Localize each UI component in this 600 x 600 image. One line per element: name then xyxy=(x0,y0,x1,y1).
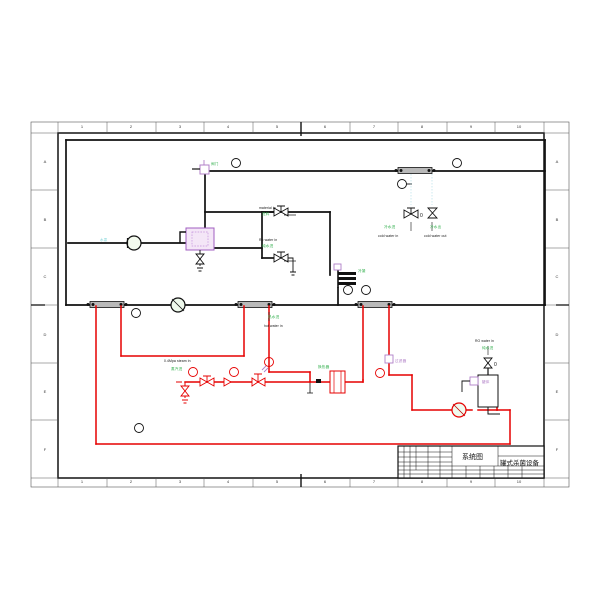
feed-pump-unit xyxy=(179,227,215,251)
svg-text:0: 0 xyxy=(420,213,423,219)
zone-col-2-bottom: 2 xyxy=(129,479,133,484)
process-pipe-network xyxy=(65,139,546,306)
zone-col-1-bottom: 1 xyxy=(80,479,84,484)
cold-water-in-label: cold water in xyxy=(378,234,399,238)
zone-row-b-left: B xyxy=(43,217,47,222)
zone-row-c-right: C xyxy=(555,274,559,279)
zone-col-4-bottom: 4 xyxy=(226,479,230,484)
steam-in-tag: 蒸汽进 xyxy=(171,367,183,371)
zone-row-a-right: A xyxy=(555,159,559,164)
circulation-pump-c xyxy=(451,402,467,418)
circulation-pump-a xyxy=(126,235,142,251)
zone-col-6-bottom: 6 xyxy=(323,479,327,484)
zone-col-7-bottom: 7 xyxy=(372,479,376,484)
ro-water-in-tag: 纯水进 xyxy=(262,244,274,248)
tag-ticks xyxy=(268,222,489,355)
material-in-label: material in xyxy=(259,206,276,210)
exchanger-tag-label: 换热器 xyxy=(318,365,330,369)
cold-water-out-tag: 冷水出 xyxy=(430,225,442,229)
zone-col-1-top: 1 xyxy=(80,124,84,129)
condenser-tag-label: 冷凝 xyxy=(358,269,366,273)
zone-col-10-bottom: 10 xyxy=(516,479,522,484)
zone-row-e-right: E xyxy=(555,389,559,394)
filter-tag-label: 过滤器 xyxy=(395,359,407,363)
ro-water-in-label: Ro water in xyxy=(259,238,278,242)
flange-marks xyxy=(86,169,436,306)
zone-row-e-left: E xyxy=(43,389,47,394)
zone-ticks-vertical xyxy=(31,132,569,479)
zone-row-d-right: D xyxy=(555,332,559,337)
hot-water-in-tag: 热水进 xyxy=(268,315,280,319)
label-leaders xyxy=(284,214,296,262)
svg-text:0: 0 xyxy=(494,362,497,368)
zone-col-3-top: 3 xyxy=(178,124,182,129)
ro-water-in2-label: RO water in xyxy=(475,339,495,343)
zone-col-9-bottom: 9 xyxy=(469,479,473,484)
control-valve-top xyxy=(192,160,210,175)
zone-ticks-horizontal xyxy=(57,122,545,487)
instrument-bubbles xyxy=(131,158,462,433)
zone-row-a-left: A xyxy=(43,159,47,164)
cold-water-out-label: cold water out xyxy=(424,234,447,238)
circulation-pump-b xyxy=(170,297,186,313)
zone-col-4-top: 4 xyxy=(226,124,230,129)
steam-valve-symbols xyxy=(176,354,394,404)
header-inline-devices xyxy=(89,167,433,308)
steam-instrument-bubbles xyxy=(188,357,385,378)
ro-water-vessel xyxy=(461,362,500,415)
zone-col-6-top: 6 xyxy=(323,124,327,129)
condenser-unit xyxy=(333,263,356,288)
plate-heat-exchanger xyxy=(329,370,346,394)
material-in-tag: 进料 xyxy=(262,212,270,216)
valve-symbols: 0 0 xyxy=(195,205,497,369)
pump-tag-label: 水泵 xyxy=(100,238,108,242)
steam-in-label: 0.4Mpa steam in xyxy=(164,359,191,363)
tank-tag-label: 罐体 xyxy=(482,380,490,384)
tag-leaders xyxy=(410,174,433,205)
zone-col-9-top: 9 xyxy=(469,124,473,129)
zone-col-2-top: 2 xyxy=(129,124,133,129)
hot-water-in-label: hot water in xyxy=(264,324,283,328)
titleblock-equipment: 罐式杀菌设备 xyxy=(500,459,539,467)
zone-col-3-bottom: 3 xyxy=(178,479,182,484)
zone-col-8-top: 8 xyxy=(420,124,424,129)
zone-row-b-right: B xyxy=(555,217,559,222)
zone-row-d-left: D xyxy=(43,332,47,337)
valve-tag-label: 阀门 xyxy=(211,162,219,166)
zone-col-5-top: 5 xyxy=(275,124,279,129)
zone-row-f-right: F xyxy=(555,447,559,452)
zone-col-7-top: 7 xyxy=(372,124,376,129)
zone-col-5-bottom: 5 xyxy=(275,479,279,484)
zone-row-c-left: C xyxy=(43,274,47,279)
cold-water-in-tag: 冷水进 xyxy=(384,225,396,229)
steam-pipe-network xyxy=(95,305,511,445)
title-block xyxy=(397,445,545,479)
zone-col-10-top: 10 xyxy=(516,124,522,129)
titleblock-title: 系统图 xyxy=(462,453,483,461)
zone-row-f-left: F xyxy=(43,447,47,452)
zone-col-8-bottom: 8 xyxy=(420,479,424,484)
ro-water-in2-tag: 纯水进 xyxy=(482,346,494,350)
